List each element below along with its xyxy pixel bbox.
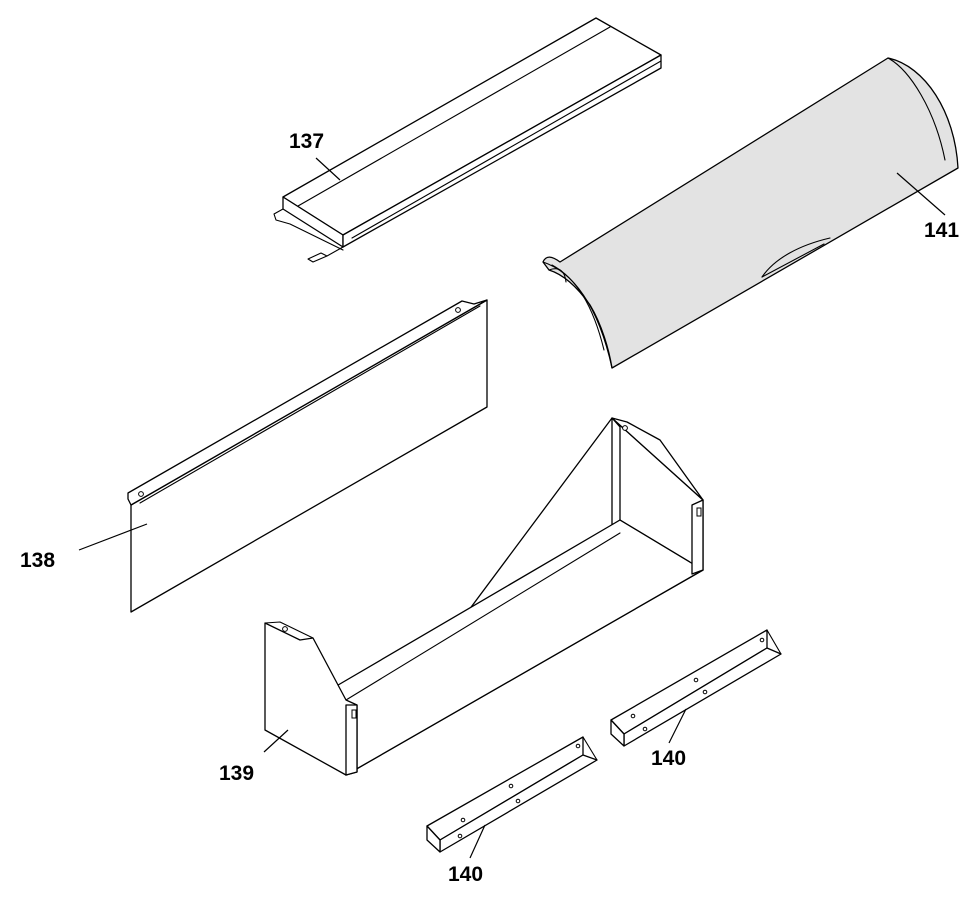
callout-140-right: 140 (651, 747, 687, 770)
callout-140-lower: 140 (448, 863, 484, 886)
callout-138: 138 (20, 549, 56, 572)
part-141-cover (542, 57, 959, 369)
leader-140-right (668, 708, 687, 744)
part-137-lid (273, 17, 662, 263)
callout-141: 141 (924, 219, 960, 242)
leader-138 (78, 523, 148, 551)
part-138-back-panel (127, 299, 488, 613)
leader-141 (896, 172, 946, 216)
leader-140-lower (469, 824, 486, 859)
part-139-trough (264, 417, 704, 776)
callout-139: 139 (219, 762, 255, 785)
leader-137 (315, 157, 341, 181)
part-140-bracket-right (610, 629, 782, 747)
leader-139 (263, 729, 289, 753)
part-140-bracket-lower (426, 736, 598, 853)
callout-137: 137 (289, 130, 325, 153)
